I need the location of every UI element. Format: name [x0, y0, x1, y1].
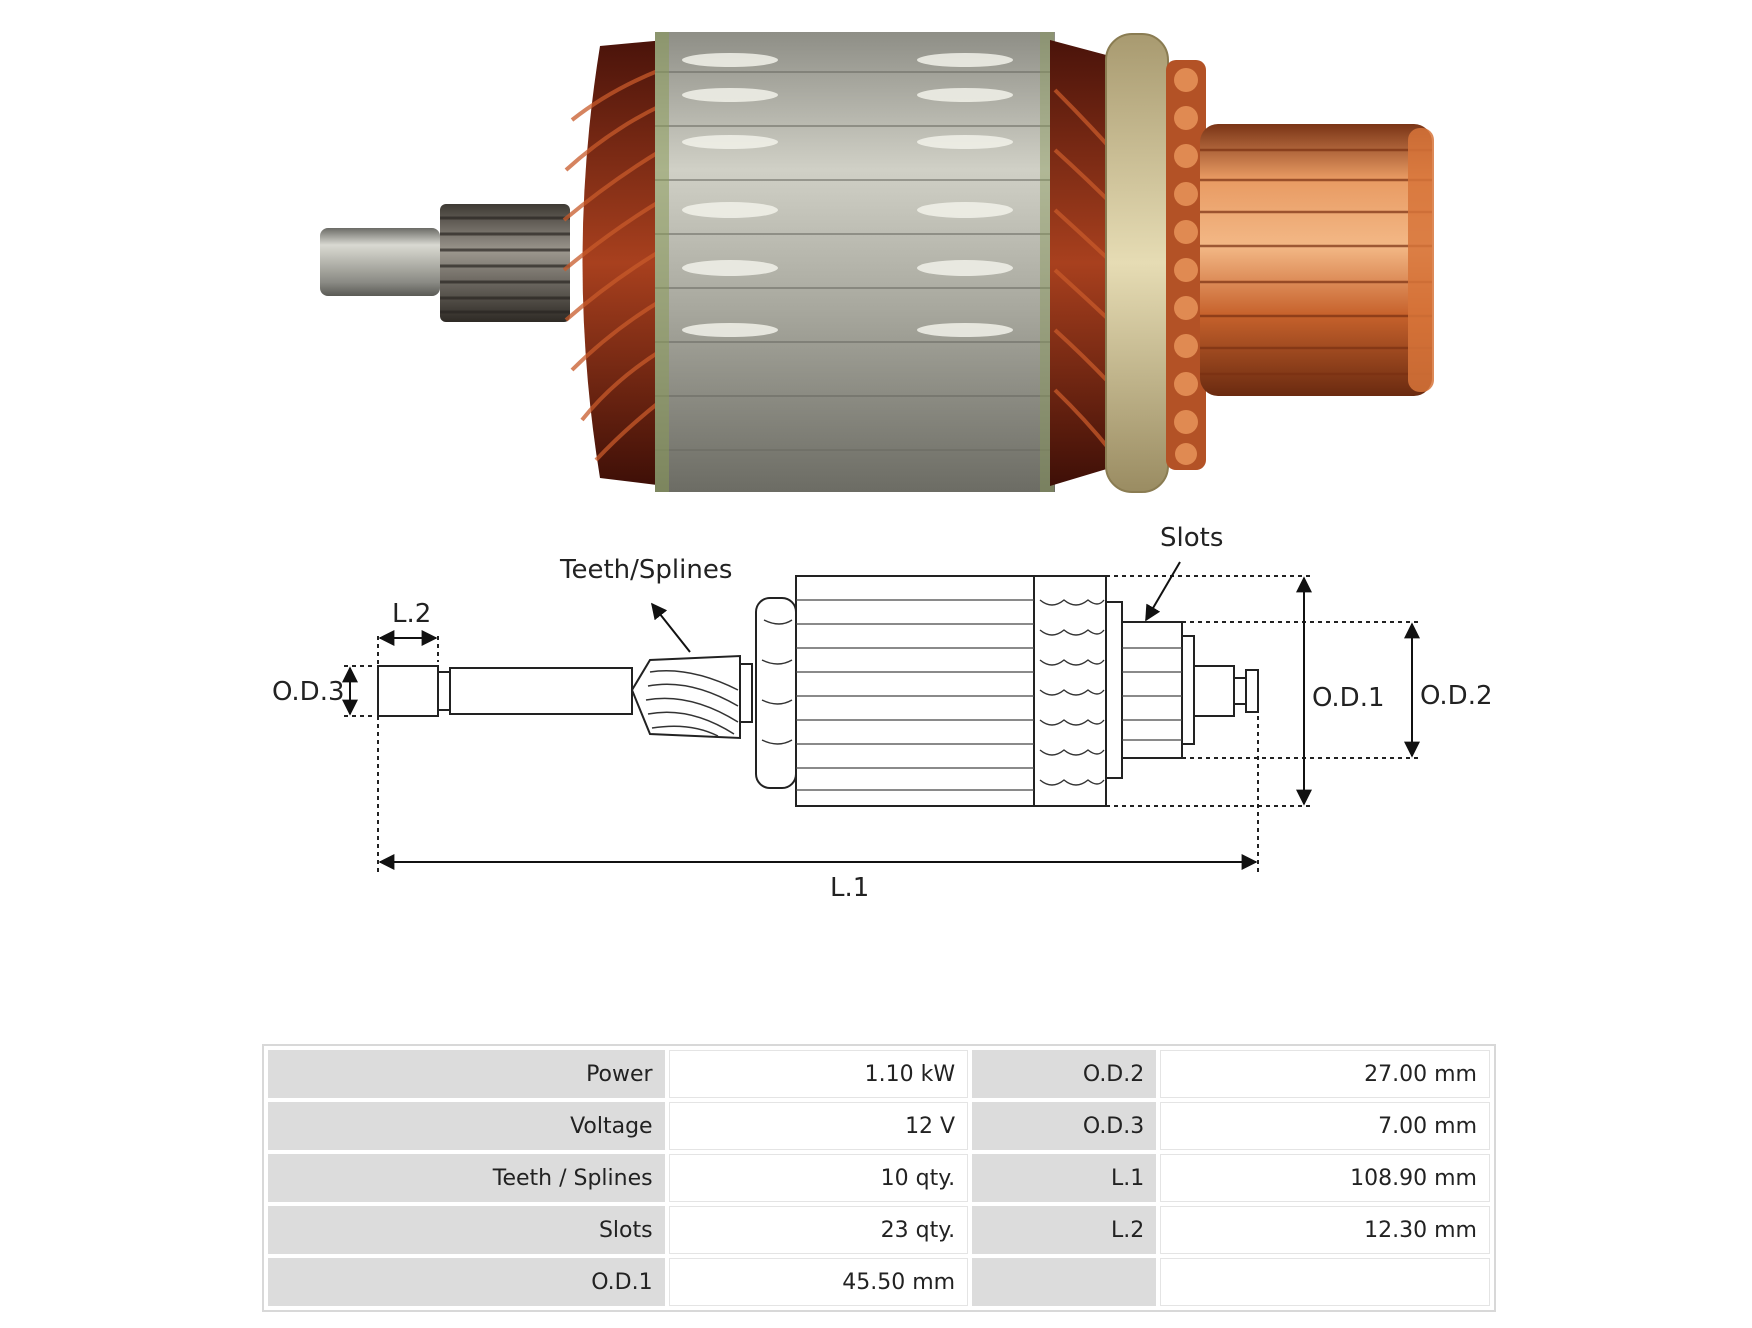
spec-value: 27.00 mm	[1160, 1050, 1490, 1098]
extension-lines	[344, 575, 1418, 872]
commutator-bar-lines	[1122, 647, 1182, 741]
spec-value: 45.50 mm	[668, 1258, 969, 1306]
spec-label: Teeth / Splines	[268, 1154, 665, 1202]
spec-value: 12 V	[668, 1102, 969, 1150]
shaft-tip	[320, 228, 440, 296]
gear-teeth-lines	[645, 670, 739, 737]
label-l1: L.1	[830, 873, 869, 903]
armature-outline	[377, 575, 1259, 807]
spec-value: 10 qty.	[668, 1154, 969, 1202]
dimension-diagram: Slots Teeth/Splines L.2 O.D.3 O.D.1 O.D.…	[272, 523, 1493, 903]
spec-value: 108.90 mm	[1160, 1154, 1490, 1202]
dimension-arrows	[342, 561, 1420, 870]
table-row: O.D.1 45.50 mm	[268, 1258, 1490, 1306]
label-od2: O.D.2	[1420, 681, 1493, 711]
spec-label: O.D.1	[268, 1258, 665, 1306]
armature-core	[655, 32, 1055, 492]
table-row: Power 1.10 kW O.D.2 27.00 mm	[268, 1050, 1490, 1098]
spec-label: L.2	[972, 1206, 1157, 1254]
armature-photo	[320, 32, 1434, 493]
spec-label: O.D.2	[972, 1050, 1157, 1098]
teeth-leader	[651, 602, 691, 653]
label-od3: O.D.3	[272, 677, 345, 707]
spec-value: 23 qty.	[668, 1206, 969, 1254]
spec-label	[972, 1258, 1157, 1306]
winding-wire-lines	[761, 599, 1105, 786]
spec-value	[1160, 1258, 1490, 1306]
spec-value: 12.30 mm	[1160, 1206, 1490, 1254]
label-teeth-splines: Teeth/Splines	[559, 555, 732, 585]
spec-label: Voltage	[268, 1102, 665, 1150]
table-row: Slots 23 qty. L.2 12.30 mm	[268, 1206, 1490, 1254]
spec-label: Power	[268, 1050, 665, 1098]
core-lamination-lines	[796, 599, 1034, 791]
label-slots: Slots	[1160, 523, 1223, 553]
spec-label: L.1	[972, 1154, 1157, 1202]
label-l2: L.2	[392, 599, 431, 629]
table-row: Voltage 12 V O.D.3 7.00 mm	[268, 1102, 1490, 1150]
slots-leader	[1145, 561, 1181, 622]
table-row: Teeth / Splines 10 qty. L.1 108.90 mm	[268, 1154, 1490, 1202]
spec-table: Power 1.10 kW O.D.2 27.00 mm Voltage 12 …	[262, 1044, 1496, 1312]
commutator	[1200, 124, 1434, 396]
spec-value: 7.00 mm	[1160, 1102, 1490, 1150]
pinion-gear	[440, 204, 570, 322]
spec-label: Slots	[268, 1206, 665, 1254]
label-od1: O.D.1	[1312, 683, 1385, 713]
spec-value: 1.10 kW	[668, 1050, 969, 1098]
commutator-risers	[1166, 60, 1206, 470]
left-winding	[562, 40, 665, 486]
spec-label: O.D.3	[972, 1102, 1157, 1150]
